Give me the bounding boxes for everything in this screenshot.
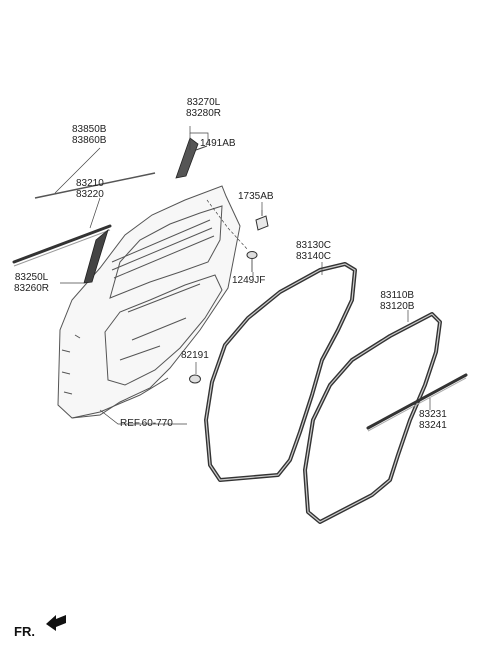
screw-1249jf (246, 251, 258, 272)
plug-82191 (189, 374, 201, 384)
door-belt-moulding (12, 172, 156, 267)
label-82191: 82191 (181, 350, 209, 361)
label-1735ab: 1735AB (238, 191, 274, 202)
clip-1735ab (255, 210, 269, 231)
label-1491ab: 1491AB (200, 138, 236, 149)
body-side-weatherstrip (204, 262, 357, 482)
door-side-weatherstrip (303, 312, 442, 524)
leader-lines (54, 126, 431, 425)
front-arrow-icon (46, 615, 66, 631)
delta-garnish (83, 228, 109, 284)
upper-garnish (175, 137, 208, 179)
label-1249jf: 1249JF (232, 275, 266, 286)
front-direction-label: FR. (14, 624, 35, 639)
door-lower-strip (366, 373, 468, 432)
door-panel (57, 185, 241, 419)
reference-label: REF.60-770 (120, 418, 173, 429)
